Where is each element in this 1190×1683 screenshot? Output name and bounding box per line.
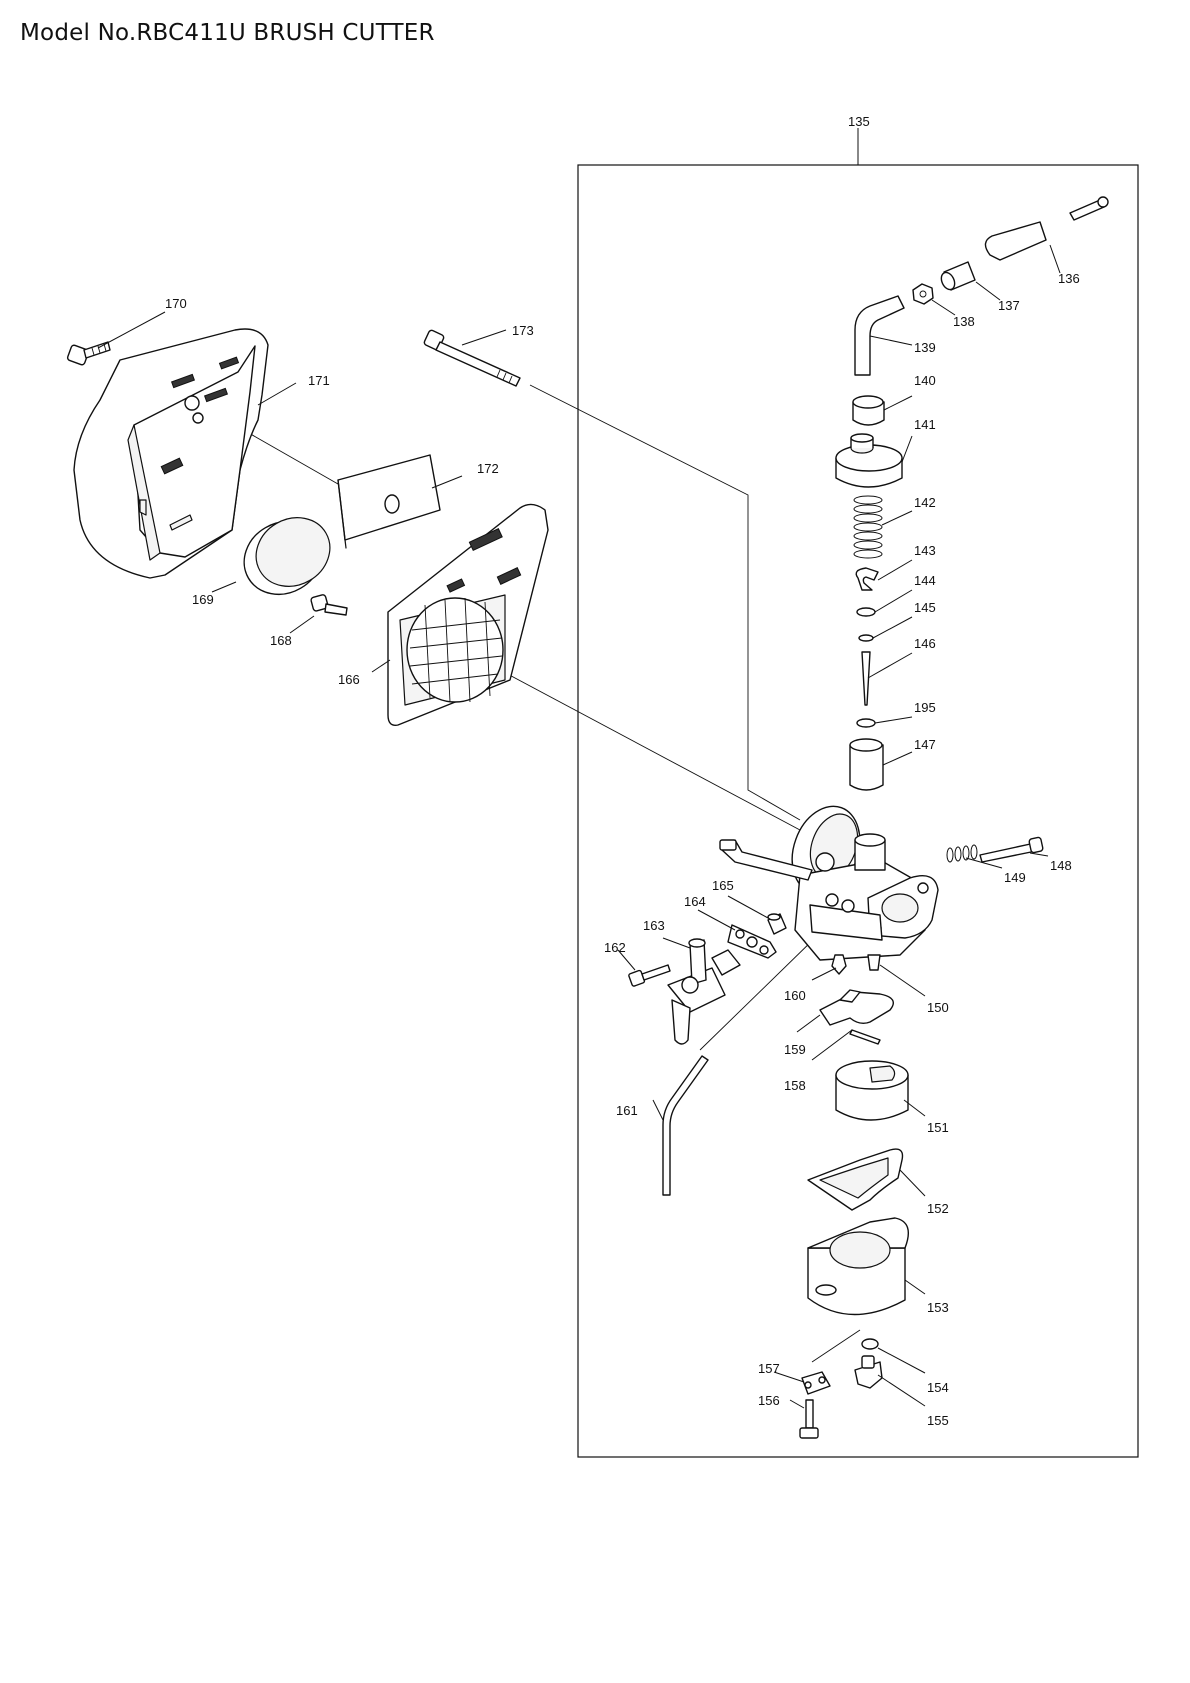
- callout-148: 148: [1050, 858, 1072, 873]
- float-bowl-gasket: [807, 1148, 904, 1211]
- callout-158: 158: [784, 1078, 806, 1093]
- washer-144: [856, 607, 876, 617]
- float-pin: [849, 1029, 881, 1045]
- guide-line-157: [811, 1329, 861, 1363]
- primer-pump: [667, 938, 741, 1045]
- callout-154: 154: [927, 1380, 949, 1395]
- callout-173: 173: [512, 323, 534, 338]
- callout-155: 155: [927, 1413, 949, 1428]
- float: [835, 1060, 909, 1121]
- callout-171: 171: [308, 373, 330, 388]
- callout-151: 151: [927, 1120, 949, 1135]
- callout-156: 156: [758, 1393, 780, 1408]
- manifold-gasket: [727, 924, 777, 959]
- callout-139: 139: [914, 340, 936, 355]
- page-title: Model No.RBC411U BRUSH CUTTER: [20, 20, 435, 46]
- callout-161: 161: [616, 1103, 638, 1118]
- callout-168: 168: [270, 633, 292, 648]
- bracket: [801, 1371, 831, 1395]
- callout-140: 140: [914, 373, 936, 388]
- guide-line-173: [529, 384, 801, 821]
- callout-labels: 136 137 138 139 140 141 142 143 144 145 …: [165, 271, 1080, 1428]
- throttle-valve: [849, 738, 884, 791]
- bolt-168: [310, 594, 348, 616]
- idle-screw: [979, 836, 1044, 863]
- bolt-170: [66, 341, 111, 366]
- jet-needle: [861, 651, 871, 706]
- fuel-hose: [662, 1055, 709, 1196]
- air-filter-cover: [73, 328, 269, 579]
- callout-160: 160: [784, 988, 806, 1003]
- bolt-173: [423, 329, 521, 387]
- pump-screw: [628, 964, 671, 987]
- filter-cap: [243, 517, 331, 596]
- cable-adjuster: [940, 261, 976, 291]
- callout-163: 163: [643, 918, 665, 933]
- callout-136: 136: [1058, 271, 1080, 286]
- callout-169: 169: [192, 592, 214, 607]
- callout-172: 172: [477, 461, 499, 476]
- assembly-label: 135: [848, 114, 870, 129]
- callout-138: 138: [953, 314, 975, 329]
- throttle-cable-end: [984, 196, 1109, 261]
- guide-line-161: [699, 934, 819, 1051]
- pilot-jet: [831, 954, 847, 975]
- callout-195: 195: [914, 700, 936, 715]
- callout-166: 166: [338, 672, 360, 687]
- adjuster-nut: [912, 283, 934, 305]
- rubber-boot: [854, 295, 905, 376]
- o-ring-195: [856, 718, 876, 728]
- callout-159: 159: [784, 1042, 806, 1057]
- carburetor-top: [835, 433, 903, 488]
- callout-146: 146: [914, 636, 936, 651]
- callout-152: 152: [927, 1201, 949, 1216]
- callout-143: 143: [914, 543, 936, 558]
- air-filter-base: [387, 503, 549, 726]
- guide-line-166: [499, 669, 801, 831]
- callout-144: 144: [914, 573, 936, 588]
- callout-145: 145: [914, 600, 936, 615]
- callout-157: 157: [758, 1361, 780, 1376]
- main-jet: [867, 954, 881, 971]
- callout-162: 162: [604, 940, 626, 955]
- callout-149: 149: [1004, 870, 1026, 885]
- callout-147: 147: [914, 737, 936, 752]
- callout-leaders: [97, 244, 1061, 1409]
- callout-142: 142: [914, 495, 936, 510]
- callout-150: 150: [927, 1000, 949, 1015]
- callout-153: 153: [927, 1300, 949, 1315]
- bowl-screw: [799, 1399, 819, 1439]
- throttle-spring: [853, 495, 883, 559]
- drain-knob: [854, 1355, 883, 1389]
- float-bowl: [807, 1217, 909, 1316]
- callout-170: 170: [165, 296, 187, 311]
- plug-165: [767, 913, 787, 935]
- carburetor-body: [719, 805, 939, 961]
- drain-o-ring: [861, 1338, 879, 1350]
- idle-spring: [946, 844, 978, 863]
- mixing-cap: [852, 395, 885, 426]
- callout-164: 164: [684, 894, 706, 909]
- callout-165: 165: [712, 878, 734, 893]
- retaining-clip: [855, 567, 879, 591]
- e-ring: [858, 634, 874, 642]
- callout-141: 141: [914, 417, 936, 432]
- float-lever: [819, 989, 894, 1026]
- callout-137: 137: [998, 298, 1020, 313]
- filter-element: [337, 454, 441, 549]
